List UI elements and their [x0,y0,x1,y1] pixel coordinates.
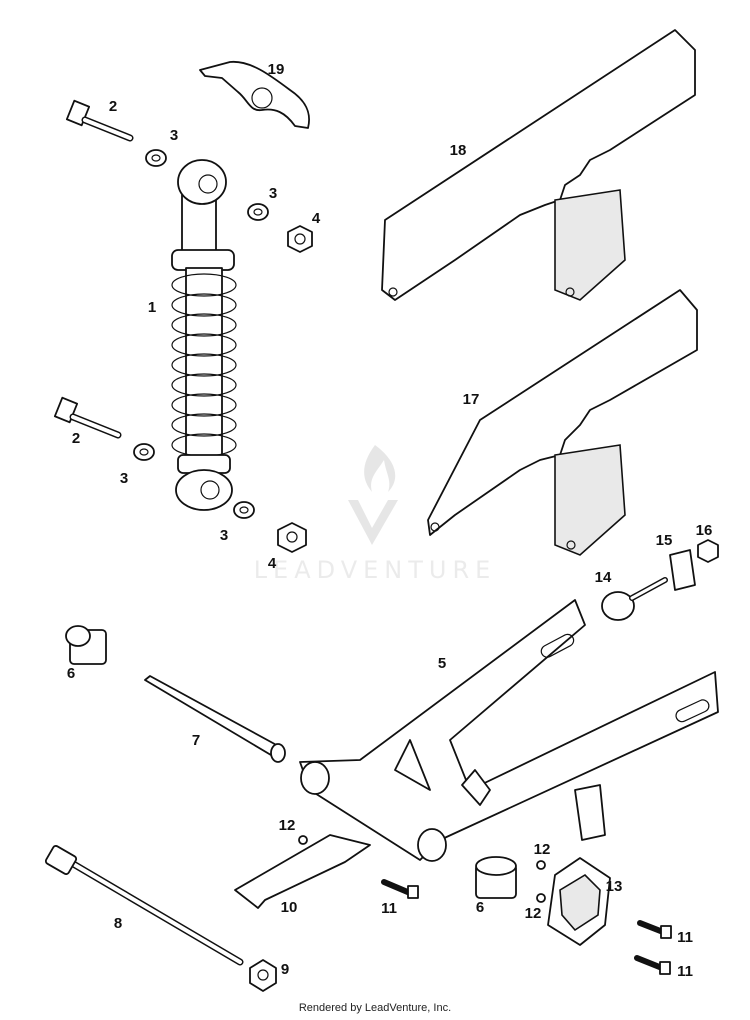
part-16-nut [697,539,719,563]
part-5-swing-arm [299,599,719,862]
part-11-screw-c [634,955,671,975]
callout-17: 17 [463,391,480,408]
callout-11: 11 [381,900,397,917]
part-11-screw-b [637,920,672,939]
callout-labels: 1 2 2 3 3 3 3 4 4 5 6 6 7 8 9 10 11 11 1… [67,61,713,980]
callout-19: 19 [268,61,285,78]
callout-5: 5 [438,655,446,672]
callout-12: 12 [534,841,551,858]
callout-18: 18 [450,142,467,159]
part-19-spanner-wrench [199,61,310,129]
callout-12: 12 [279,817,296,834]
callout-3: 3 [170,127,178,144]
callout-7: 7 [192,732,200,749]
callout-9: 9 [281,961,289,978]
callout-3: 3 [220,527,228,544]
part-9-nut [249,959,277,992]
callout-6: 6 [476,899,484,916]
part-14-spacer-bolt [601,577,668,621]
callout-14: 14 [595,569,612,586]
callout-2: 2 [72,430,80,447]
part-17-bracket [554,444,626,556]
callout-4: 4 [268,555,277,572]
footer-credit: Rendered by LeadVenture, Inc. [298,1002,452,1014]
callout-4: 4 [312,210,321,227]
callout-13: 13 [606,878,623,895]
part-15-mounting-plate [669,549,696,591]
part-12-nut-b [536,860,546,870]
part-3-washer-a [145,149,167,167]
part-10-chain-slider [234,834,371,909]
part-12-nut-c [536,893,546,903]
part-6-bushing-lower [475,856,517,899]
callout-3: 3 [120,470,128,487]
part-2-bolt-lower [53,396,122,439]
part-2-bolt-upper [65,99,134,142]
part-3-washer-b [247,203,269,221]
callout-10: 10 [281,899,298,916]
part-13-guide-block [547,857,611,946]
part-3-washer-d [233,501,255,519]
callout-2: 2 [109,98,117,115]
part-4-nut-upper [287,225,313,253]
callout-15: 15 [656,532,673,549]
watermark-text: LEADVENTURE [254,556,497,584]
part-6-bushing-upper [65,625,107,665]
callout-12: 12 [525,905,542,922]
part-12-nut-a [298,835,308,845]
callout-6: 6 [67,665,75,682]
part-7-axle-tube [144,675,286,763]
callout-1: 1 [148,299,156,316]
part-8-swing-arm-bolt [44,845,244,966]
part-11-screw-a [381,879,419,899]
part-18-chain-guard-upper [381,29,696,301]
callout-11: 11 [677,929,693,946]
flame-icon [364,445,396,492]
part-18-bracket [554,189,626,301]
callout-16: 16 [696,522,713,539]
part-19-hole [251,87,273,109]
callout-8: 8 [114,915,122,932]
callout-11: 11 [677,963,693,980]
part-4-nut-lower [277,522,307,553]
part-1-shock-absorber [171,159,237,511]
callout-3: 3 [269,185,277,202]
part-3-washer-c [133,443,155,461]
chevron-v-icon [348,500,398,545]
leadventure-watermark: LEADVENTURE [254,445,497,584]
